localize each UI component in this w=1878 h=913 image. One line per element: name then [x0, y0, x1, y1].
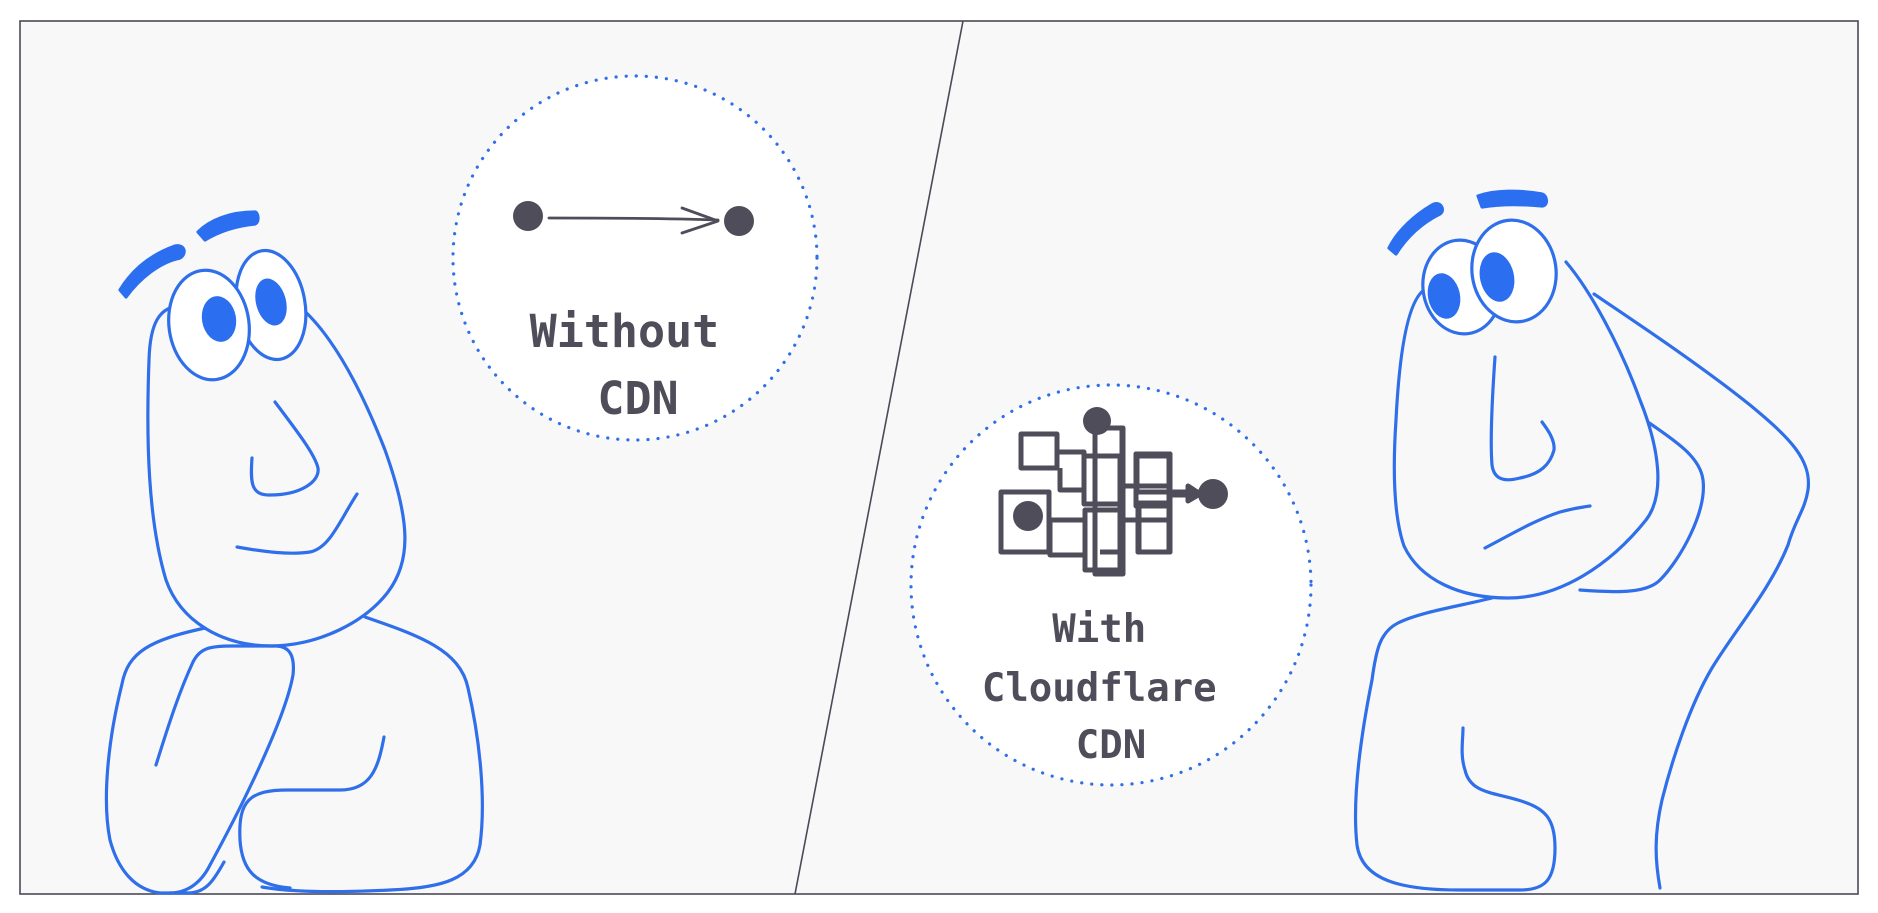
- with-cdn-label-line-2: Cloudflare: [982, 666, 1217, 711]
- maze-route-icon: [998, 407, 1228, 577]
- thinking-person-icon: [104, 210, 484, 895]
- without-cdn-label-line-1: Without: [530, 305, 720, 358]
- without-cdn-label: Without CDN: [530, 305, 747, 425]
- without-cdn-label-line-2: CDN: [597, 372, 678, 425]
- puzzled-person-icon: [1353, 189, 1811, 892]
- without-cdn-bubble: [451, 74, 819, 442]
- right-panel: With Cloudflare CDN: [909, 189, 1811, 892]
- direct-route-icon: [513, 201, 754, 236]
- panel-divider: [794, 20, 964, 895]
- with-cdn-label-line-1: With: [1052, 607, 1146, 652]
- with-cdn-label-line-3: CDN: [1076, 723, 1146, 768]
- panel-background: [19, 20, 1859, 895]
- left-panel: Without CDN: [104, 74, 819, 895]
- with-cloudflare-cdn-label: With Cloudflare CDN: [982, 607, 1240, 768]
